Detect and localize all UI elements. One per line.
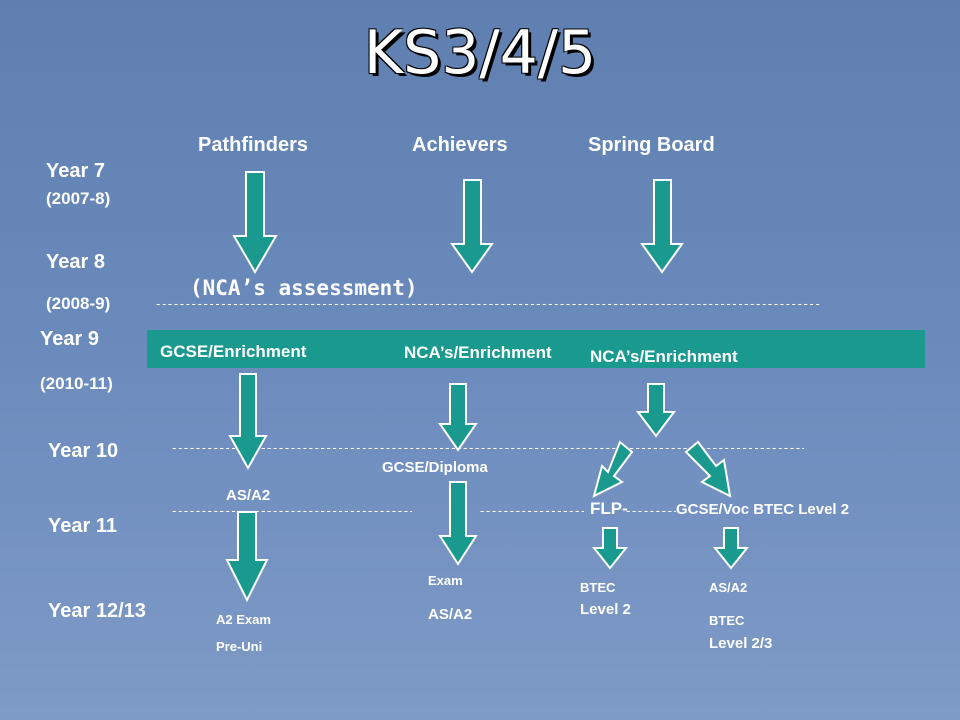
year8-dates: (2008-9) (46, 294, 111, 313)
arrow-flp-bottom (591, 527, 629, 570)
separator-year10: - - - - - - - - - - - - - - - - - - - - … (172, 440, 804, 455)
year12-13-label: Year 12/13 (48, 600, 146, 622)
btec-level2-line1: BTEC (580, 580, 616, 595)
slide-title: KS3/4/5 (363, 18, 597, 88)
arrow-pathfinders-bottom (225, 511, 269, 603)
band-ncas-enrichment-1: NCA’s/Enrichment (404, 343, 552, 362)
year7-dates: (2007-8) (46, 189, 111, 208)
arrow-pathfinders-mid (228, 373, 268, 471)
year9-dates: (2010-11) (40, 374, 113, 393)
btec-level23-line1: BTEC (709, 613, 745, 628)
arrow-achievers-top (450, 179, 494, 274)
exam-label: Exam (428, 573, 463, 588)
band-gcse-enrichment: GCSE/Enrichment (160, 342, 307, 361)
pathway-achievers: Achievers (412, 134, 508, 156)
separator-year11-right: - - - - - - - - - - - - - - - - - - - (626, 503, 676, 518)
exam-as-a2-label: AS/A2 (428, 606, 473, 623)
nca-assessment-label: (NCA’s assessment) (190, 276, 418, 300)
arrow-achievers-mid (438, 383, 478, 452)
pre-uni-label: Pre-Uni (216, 639, 263, 654)
arrow-gcsevoc-bottom (712, 527, 750, 570)
a2-exam-label: A2 Exam (216, 612, 271, 627)
as-a2-label: AS/A2 (226, 487, 271, 504)
flp-label: FLP- (590, 499, 628, 518)
arrow-pathfinders-top (232, 171, 278, 274)
year11-label: Year 11 (48, 515, 117, 537)
as-a2-right-label: AS/A2 (709, 580, 748, 595)
btec-level23-line2: Level 2/3 (709, 635, 773, 652)
arrow-springboard-mid (636, 383, 676, 438)
year9-band (147, 330, 925, 368)
arrow-springboard-diag-left (592, 440, 634, 498)
year7-label: Year 7 (46, 160, 105, 182)
arrow-achievers-bottom (438, 481, 478, 566)
pathway-spring-board: Spring Board (588, 134, 715, 156)
year8-label: Year 8 (46, 251, 105, 273)
separator-year11-left: - - - - - - - - - - - - - - - - - - - - … (172, 503, 412, 518)
separator-year11-mid: - - - - - - - - - - - - - - - - - - - - … (480, 503, 584, 518)
arrow-springboard-diag-right (684, 440, 732, 498)
band-ncas-enrichment-2: NCA’s/Enrichment (590, 347, 738, 366)
gcse-diploma-label: GCSE/Diploma (382, 459, 488, 476)
gcse-voc-label: GCSE/Voc BTEC Level 2 (676, 501, 850, 518)
year9-label: Year 9 (40, 328, 99, 350)
btec-level2-line2: Level 2 (580, 601, 631, 618)
arrow-springboard-top (640, 179, 684, 274)
separator-year8: - - - - - - - - - - - - - - - - - - - - … (156, 296, 820, 311)
year10-label: Year 10 (48, 440, 119, 462)
pathway-pathfinders: Pathfinders (198, 134, 309, 156)
